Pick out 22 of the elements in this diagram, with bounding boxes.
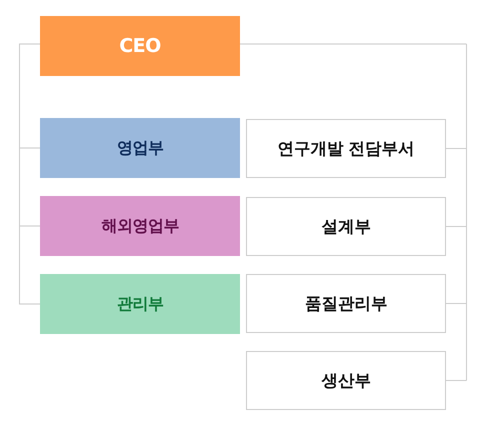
department-name: 생산부: [321, 370, 371, 392]
department-box: [246, 119, 446, 178]
department-name: 관리부: [116, 294, 164, 314]
connector-line: [446, 380, 467, 381]
connector-line: [446, 148, 467, 149]
department-name: 영업부: [116, 138, 164, 158]
department-box: [40, 118, 240, 178]
department-name: 품질관리부: [304, 292, 388, 314]
ceo-box: [40, 16, 240, 76]
connector-line: [446, 226, 467, 227]
connector-line: [466, 44, 467, 381]
connector-line: [446, 303, 467, 304]
department-name: 설계부: [321, 216, 371, 238]
department-box: [40, 196, 240, 256]
department-name: 해외영업부: [101, 216, 179, 236]
department-name: 연구개발 전담부서: [277, 138, 415, 160]
department-box: [246, 197, 446, 256]
department-box: [246, 274, 446, 333]
title-label: CEO: [119, 35, 161, 57]
connector-line: [19, 44, 40, 304]
department-box: [246, 351, 446, 410]
department-box: [40, 274, 240, 334]
